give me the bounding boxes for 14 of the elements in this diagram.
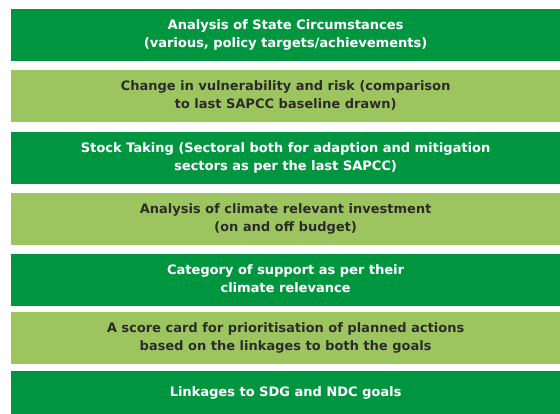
process-bar <box>11 132 560 184</box>
step-text: Stock Taking (Sectoral both for adaption and mitigation sectors as per the last SAPCC) <box>80 140 492 176</box>
step-text: Linkages to SDG and NDC goals <box>170 384 402 402</box>
process-bar <box>11 371 560 414</box>
step-text: Analysis of State Circumstances (various, policy targets/achievements) <box>142 17 428 53</box>
step-text: Change in vulnerability and risk (comparison to last SAPCC baseline drawn) <box>120 78 452 114</box>
process-bar <box>11 193 560 245</box>
step-text: Category of support as per their climate relevance <box>166 262 406 298</box>
process-bar <box>11 70 560 122</box>
process-bar <box>11 9 560 61</box>
process-bar <box>11 254 560 306</box>
step-text: Analysis of climate relevant investment (on and off budget) <box>138 201 432 237</box>
process-bar <box>11 312 560 364</box>
step-text: A score card for prioritisation of planned actions based on the linkages to both the goals <box>106 320 466 356</box>
